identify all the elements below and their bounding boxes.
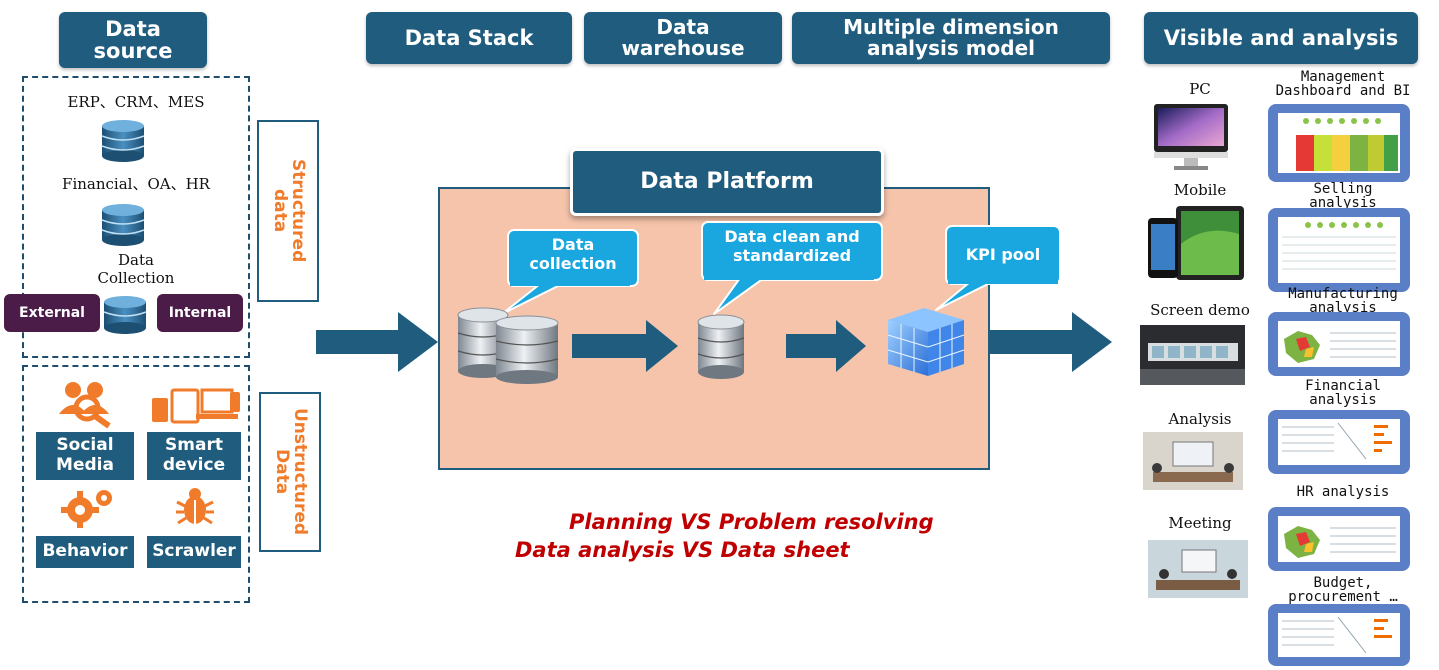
report-label-management: Management Dashboard and BI: [1275, 69, 1411, 99]
header-data-warehouse: Data warehouse: [584, 12, 782, 64]
structured-item-collection: Data Collection: [97, 251, 175, 287]
internal-label: Internal: [157, 294, 243, 332]
header-visible-analysis: Visible and analysis: [1144, 12, 1418, 64]
header-data-stack: Data Stack: [366, 12, 572, 64]
behavior-gear-icon: [61, 490, 112, 528]
database-icon: [697, 314, 745, 379]
behavior-label: Behavior: [36, 536, 134, 568]
analysis-photo: [1143, 432, 1243, 490]
report-label-budget: Budget, procurement …: [1288, 575, 1398, 605]
bubble-kpi-pool: KPI pool: [935, 225, 1061, 311]
database-icon: [103, 296, 147, 334]
header-multi-dimension: Multiple dimension analysis model: [792, 12, 1110, 64]
device-label-analysis: Analysis: [1168, 410, 1232, 428]
report-label-selling: Selling analysis: [1309, 181, 1377, 211]
database-icon: [101, 204, 145, 246]
unstructured-data-label: Unstructured Data: [259, 392, 321, 552]
scrawler-label: Scrawler: [147, 536, 241, 568]
budget-preview: [1282, 616, 1392, 654]
report-thumb-management[interactable]: [1268, 104, 1410, 182]
report-thumb-manufacturing[interactable]: [1268, 312, 1410, 376]
meeting-photo: [1148, 540, 1248, 598]
slogan-data-analysis: Data analysis VS Data sheet: [515, 538, 850, 562]
device-label-meeting: Meeting: [1168, 514, 1232, 532]
report-label-financial: Financial analysis: [1305, 378, 1381, 408]
external-label: External: [4, 294, 100, 332]
smart-device-icon: [152, 388, 240, 424]
output-arrow: [988, 312, 1112, 372]
bubble-text-2: KPI pool: [966, 245, 1041, 264]
smart-device-label: Smart device: [147, 432, 241, 480]
social-media-icon: [59, 382, 111, 428]
selling-preview: [1282, 222, 1396, 270]
input-arrow: [316, 312, 438, 372]
unstructured-data-box: [22, 365, 250, 603]
screen-demo-photo: [1140, 325, 1245, 385]
report-thumb-hr[interactable]: [1268, 507, 1410, 571]
structured-item-erp: ERP、CRM、MES: [67, 93, 205, 111]
crawler-bug-icon: [176, 488, 214, 525]
manufacturing-map-preview: [1284, 331, 1396, 363]
social-media-label: Social Media: [36, 432, 134, 480]
report-thumb-financial[interactable]: [1268, 410, 1410, 474]
mobile-icon: [1148, 206, 1244, 280]
structured-data-box: [22, 76, 250, 358]
hr-map-preview: [1284, 526, 1396, 558]
financial-preview: [1282, 422, 1392, 460]
device-label-screen-demo: Screen demo: [1150, 301, 1250, 319]
database-icon: [101, 120, 145, 162]
structured-item-financial: Financial、OA、HR: [62, 175, 210, 193]
structured-data-label: Structured data: [257, 120, 319, 302]
slogan-planning: Planning VS Problem resolving: [569, 510, 934, 534]
kpi-cube-icon: [887, 308, 965, 376]
report-label-hr: HR analysis: [1296, 484, 1390, 500]
report-thumb-selling[interactable]: [1268, 208, 1410, 292]
data-platform-title: Data Platform: [570, 148, 884, 216]
database-stack-icon: [457, 307, 559, 384]
device-label-pc: PC: [1189, 80, 1211, 98]
pc-icon: [1154, 104, 1228, 170]
flow-arrow-1: [572, 320, 678, 372]
report-label-manufacturing: Manufacturing analysis: [1288, 286, 1398, 316]
dashboard-heatmap-preview: [1278, 113, 1400, 173]
report-thumb-budget[interactable]: [1268, 604, 1410, 666]
header-data-source: Data source: [59, 12, 207, 68]
device-label-mobile: Mobile: [1173, 181, 1227, 199]
flow-arrow-2: [786, 320, 866, 372]
